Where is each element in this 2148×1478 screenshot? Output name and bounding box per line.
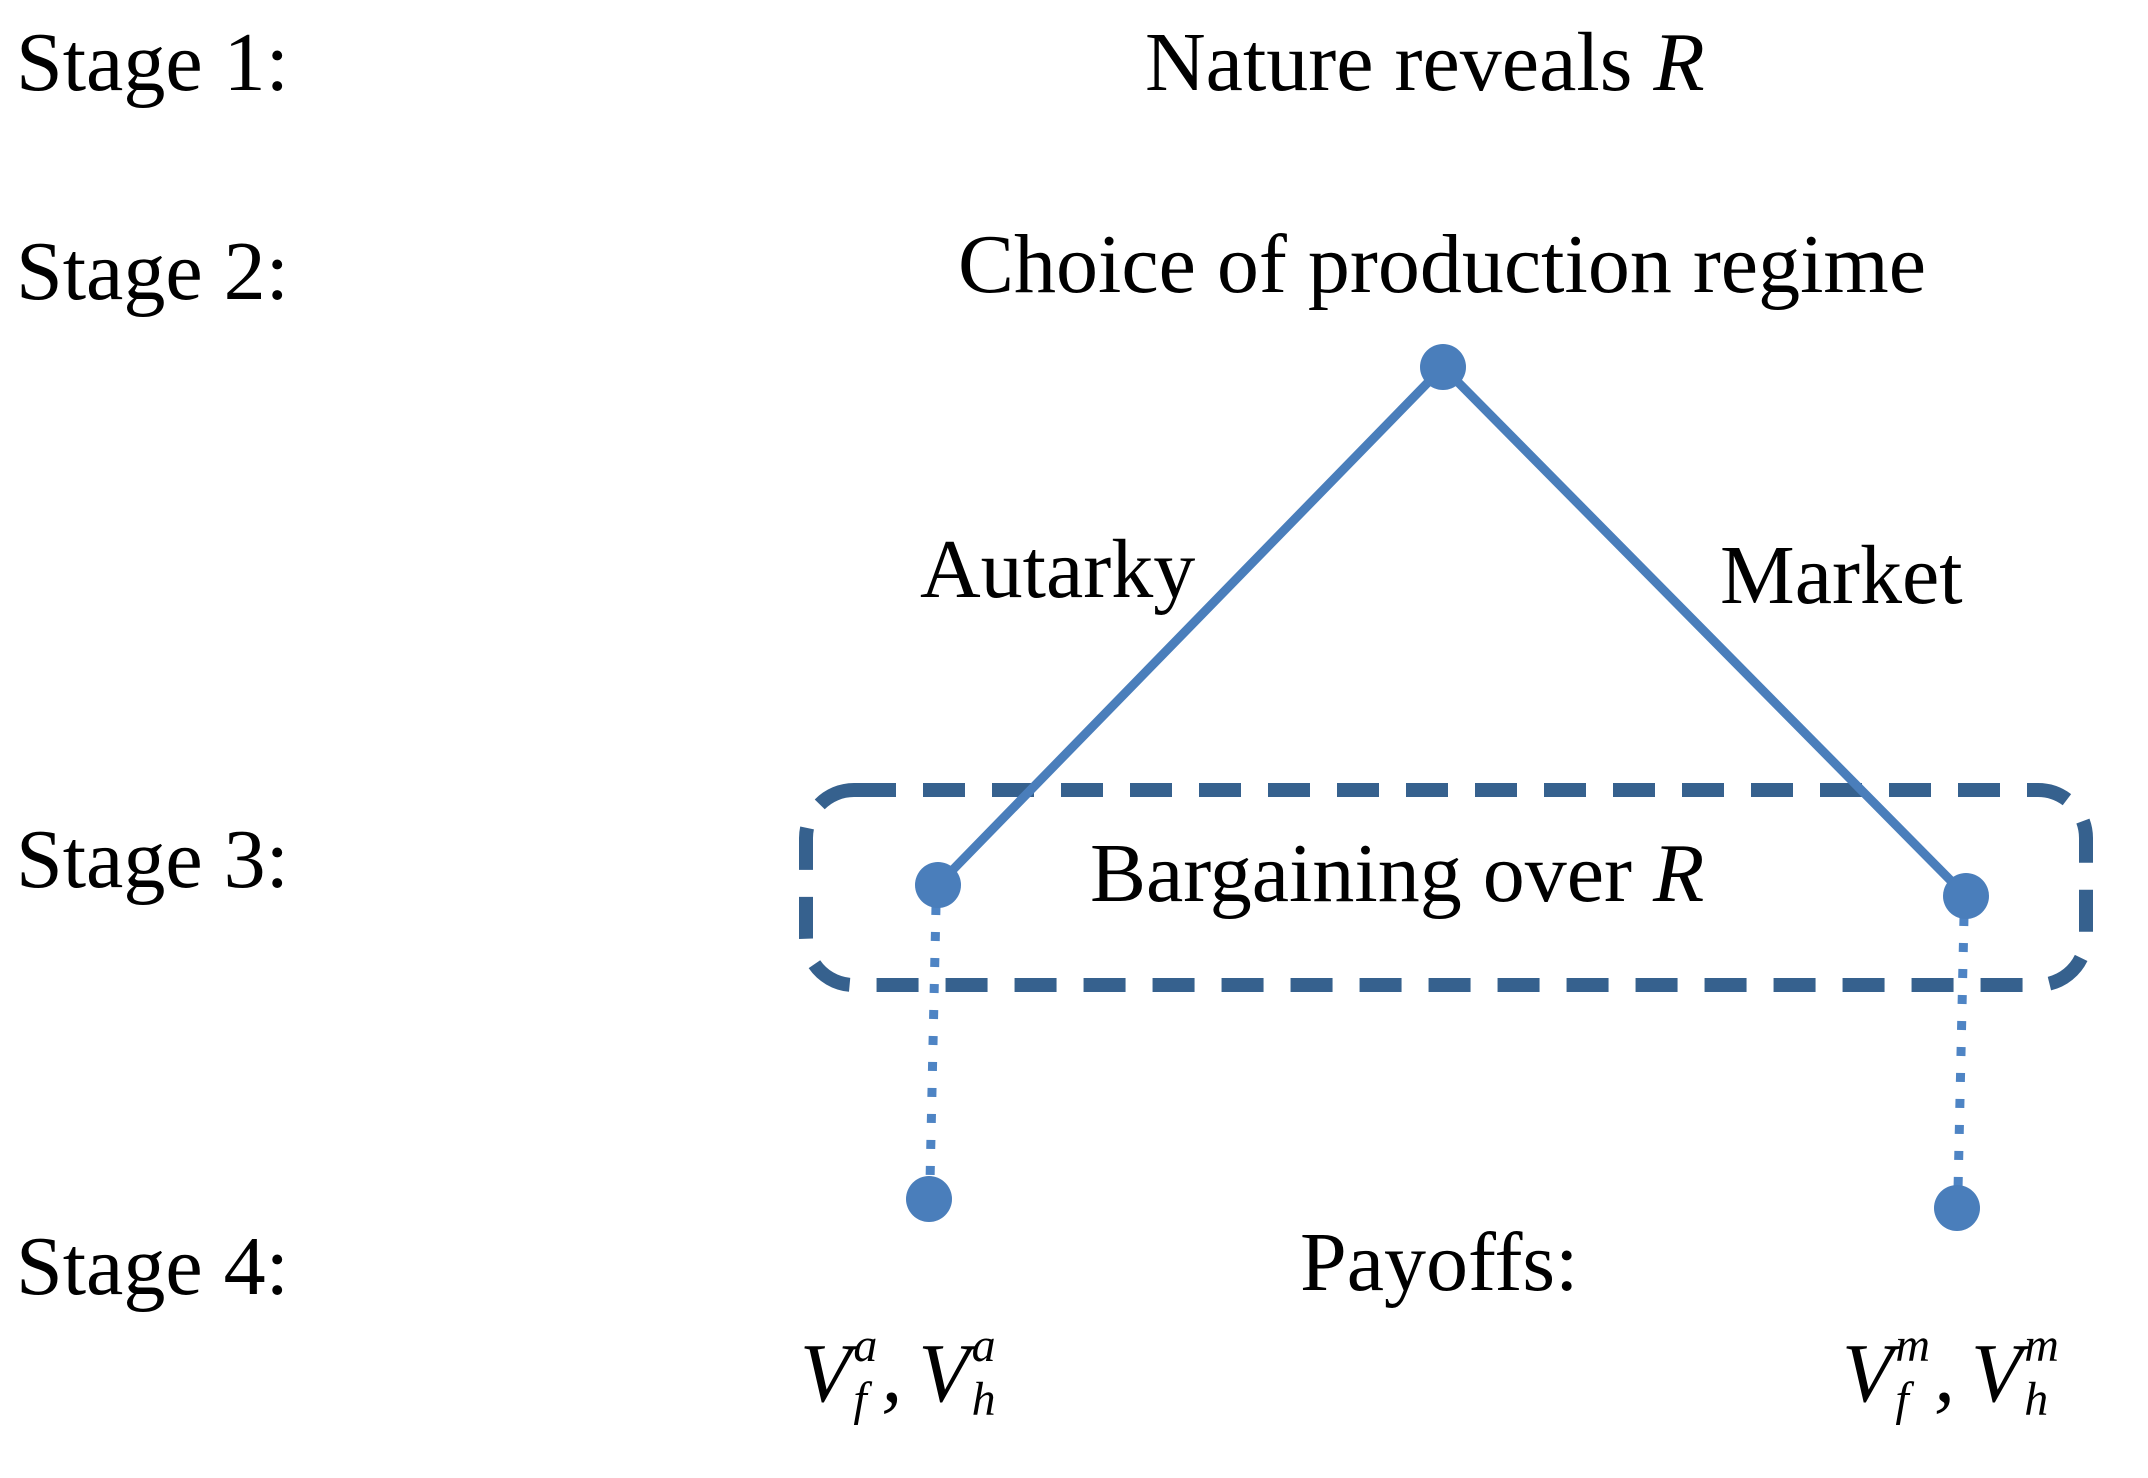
stage4-event: Payoffs: (1300, 1216, 1579, 1309)
stage3-event-text: Bargaining over (1090, 827, 1653, 920)
stage1-label: Stage 1: (16, 16, 289, 109)
autarky-payoff-v2: V (918, 1327, 970, 1420)
dotted-edge-market (1953, 916, 1969, 1191)
market-payoff-sub2: h (2024, 1373, 2049, 1426)
stage1-event-text: Nature reveals (1145, 16, 1654, 109)
market-payoff-sup1: m (1895, 1319, 1930, 1372)
autarky-payoff-v1: V (800, 1327, 852, 1420)
dotted-edge-autarky (925, 905, 941, 1183)
autarky-payoff-comma: , (881, 1327, 903, 1420)
market-payoff-sup2: m (2024, 1319, 2059, 1372)
stage3-label: Stage 3: (16, 813, 289, 906)
autarky-branch-label: Autarky (920, 523, 1196, 616)
market-payoff-v2: V (1970, 1327, 2023, 1420)
market-payoff-sub1: f (1895, 1373, 1909, 1426)
market-payoff-comma: , (1933, 1327, 1955, 1420)
root-node (1420, 344, 1466, 390)
autarky-terminal-node (906, 1176, 952, 1222)
market-payoff-v1: V (1842, 1327, 1894, 1420)
stage3-event-variable: R (1652, 827, 1705, 920)
autarky-payoff-sub1: f (853, 1373, 867, 1426)
autarky-payoff-sup2: a (971, 1319, 996, 1372)
stage2-event: Choice of production regime (958, 218, 1927, 311)
autarky-node (915, 862, 961, 908)
stage1-event-variable: R (1653, 16, 1705, 109)
market-node (1943, 873, 1989, 919)
stage2-label: Stage 2: (16, 225, 289, 318)
market-terminal-node (1934, 1185, 1980, 1231)
stage3-event: Bargaining over R (1090, 827, 1705, 920)
stage1-event: Nature reveals R (1145, 16, 1705, 109)
branch-edge-market (1439, 363, 1970, 900)
stage4-label: Stage 4: (16, 1220, 289, 1313)
branch-edge-autarky (934, 363, 1447, 889)
market-branch-label: Market (1720, 529, 1963, 622)
autarky-payoff-sub2: h (971, 1373, 996, 1426)
autarky-payoff-sup1: a (853, 1319, 878, 1372)
bargaining-box (799, 783, 2093, 992)
